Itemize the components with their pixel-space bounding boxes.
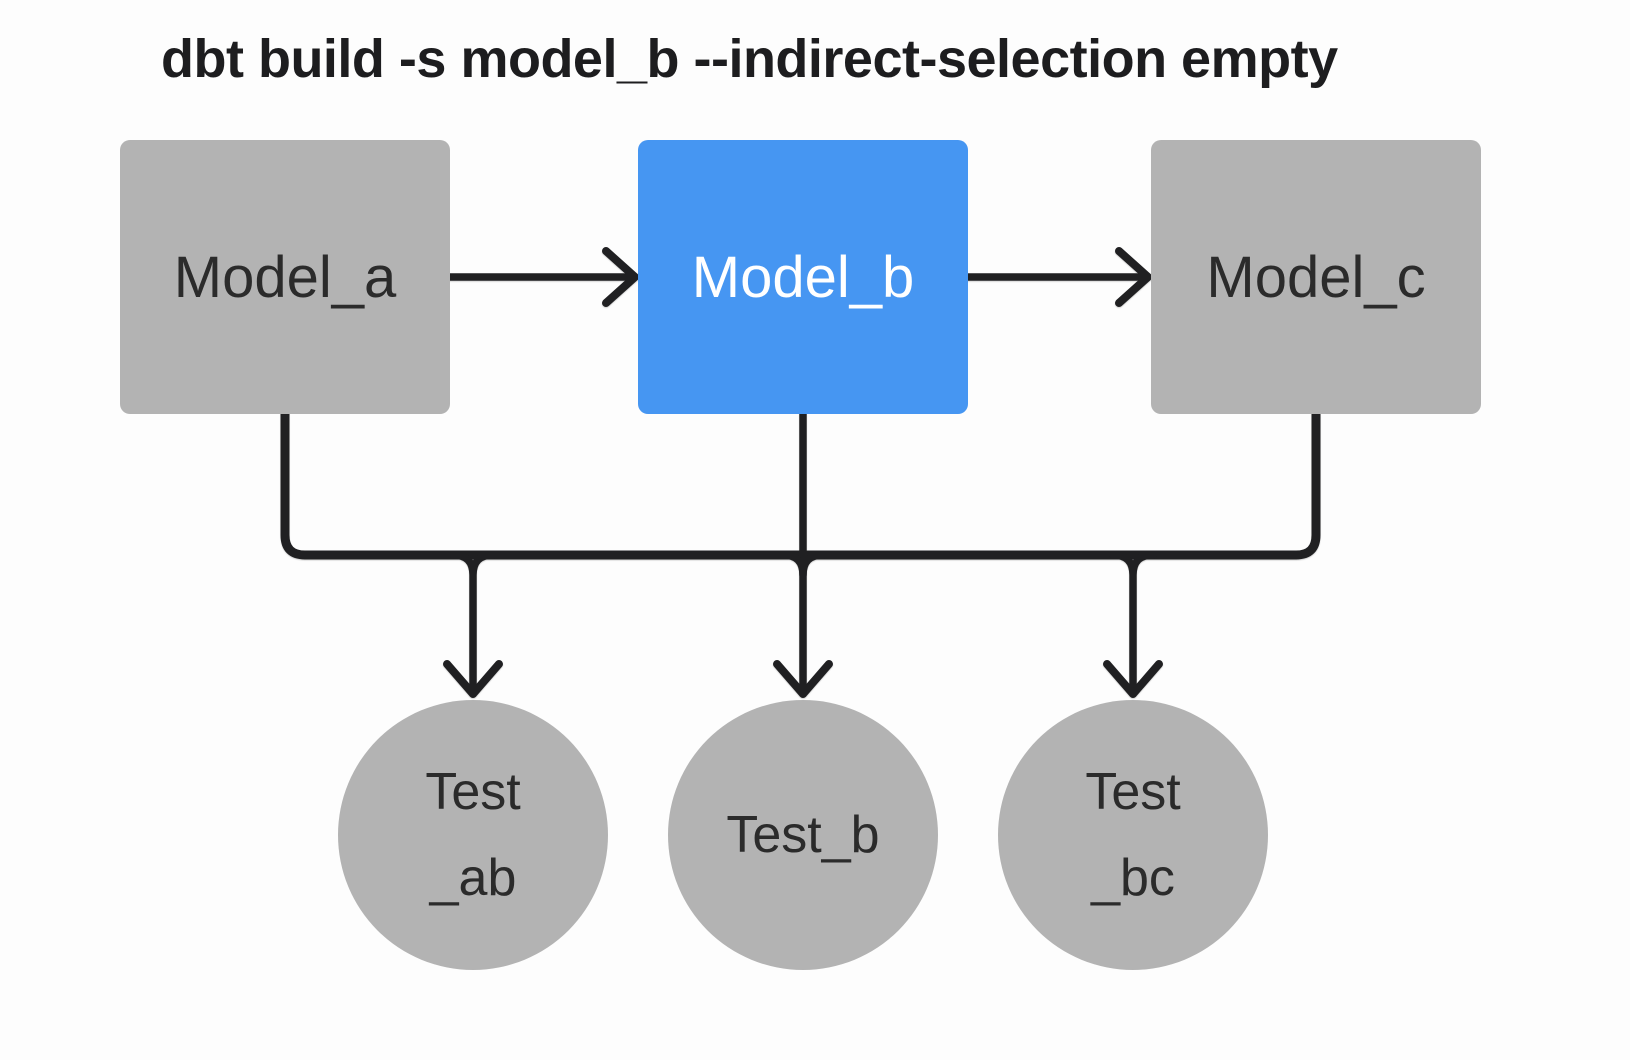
edge-bus-to-test-ab <box>449 551 497 690</box>
arrowhead-down-test-b <box>773 660 833 698</box>
node-model-a: Model_a <box>120 140 450 414</box>
node-test-ab-label-line2: _ab <box>429 849 517 907</box>
edge-bus-to-test-bc <box>1109 551 1157 690</box>
node-test-bc: Test _bc <box>998 700 1268 970</box>
node-test-bc-label-line1: Test <box>1085 763 1181 821</box>
node-test-b: Test_b <box>668 700 938 970</box>
arrowhead-down-test-bc <box>1103 660 1163 698</box>
node-model-c: Model_c <box>1151 140 1481 414</box>
node-test-bc-label-line2: _bc <box>1091 849 1175 907</box>
node-model-c-label: Model_c <box>1206 244 1426 310</box>
node-test-ab: Test _ab <box>338 700 608 970</box>
node-test-ab-label-line1: Test <box>425 763 521 821</box>
node-model-b-label: Model_b <box>691 244 915 310</box>
node-model-a-label: Model_a <box>173 244 397 310</box>
arrowhead-right-model-c <box>1115 247 1152 307</box>
bus-merge-curves-model-b <box>779 551 827 579</box>
node-model-b-selected: Model_b <box>638 140 968 414</box>
node-test-b-label: Test_b <box>726 806 880 864</box>
arrowhead-down-test-ab <box>443 660 503 698</box>
arrowhead-right-model-b <box>602 247 639 307</box>
diagram-title: dbt build -s model_b --indirect-selectio… <box>161 29 1338 89</box>
